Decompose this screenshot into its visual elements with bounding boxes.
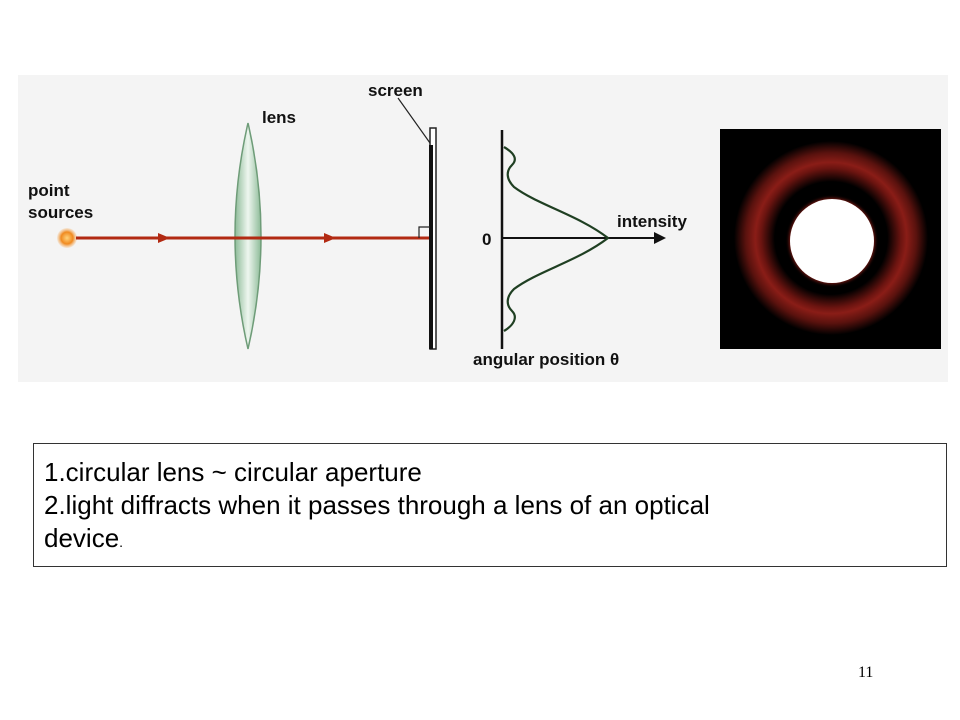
page-number: 11 <box>858 664 874 681</box>
note-line-1: 1.circular lens ~ circular aperture <box>44 457 422 487</box>
ray-arrow-1 <box>158 233 170 243</box>
note-line-2: 2.light diffracts when it passes through… <box>44 490 710 520</box>
intensity-axis-arrow <box>654 232 666 244</box>
angular-position-label: angular position θ <box>473 350 619 369</box>
notes-box: 1.circular lens ~ circular aperture 2.li… <box>33 443 947 567</box>
point-sources-label-1: point <box>28 181 70 200</box>
point-source <box>57 228 77 248</box>
right-angle-mark <box>418 226 430 238</box>
central-bright-spot <box>790 199 874 283</box>
optics-diagram: point sources lens screen 0 intensity an… <box>28 81 687 369</box>
note-line-3: device. <box>44 522 936 559</box>
intensity-curve <box>503 146 610 332</box>
ray-arrow-2 <box>324 233 336 243</box>
intensity-label: intensity <box>617 212 687 231</box>
lens <box>234 122 262 350</box>
note-line-3-text: device <box>44 523 120 553</box>
zero-label: 0 <box>482 230 491 249</box>
note-line-3-period: . <box>119 534 124 550</box>
airy-diffraction-pattern <box>720 129 941 349</box>
point-sources-label-2: sources <box>28 203 93 222</box>
screen-leader <box>397 97 431 144</box>
screen-label: screen <box>368 81 423 100</box>
lens-label: lens <box>262 108 296 127</box>
